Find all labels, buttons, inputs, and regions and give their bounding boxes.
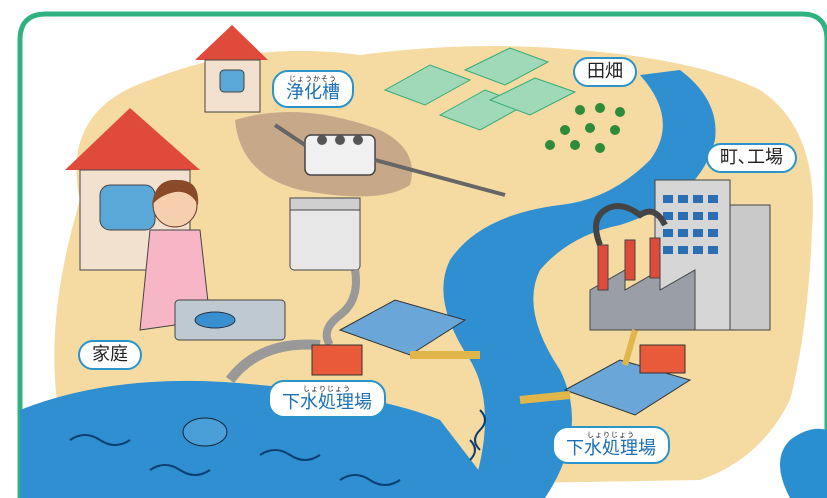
label-fields-text: 田畑 bbox=[587, 61, 623, 82]
paddy-1 bbox=[383, 64, 472, 106]
woman-hair bbox=[152, 179, 199, 205]
green-frame bbox=[17, 11, 827, 498]
plates bbox=[194, 311, 236, 329]
river bbox=[443, 70, 716, 498]
sewage-plant-right-tanks bbox=[563, 359, 692, 416]
label-home-text: 家庭 bbox=[92, 344, 128, 365]
label-town-factory-text: 町､工場 bbox=[720, 147, 783, 168]
water-drop-mascot bbox=[780, 428, 827, 498]
septic-house-window bbox=[219, 69, 245, 93]
home-window bbox=[99, 184, 156, 231]
sea-wave-2 bbox=[149, 464, 211, 476]
tank-cap-3 bbox=[353, 135, 363, 145]
label-sewage-plant-right: しょりじょう 下水処理場 bbox=[552, 426, 670, 464]
sea-wave-1 bbox=[69, 434, 131, 446]
river-ripple-2 bbox=[469, 439, 476, 461]
washing-machine bbox=[289, 204, 361, 271]
sewage-plant-left-building bbox=[311, 344, 363, 376]
chimney-2 bbox=[624, 239, 636, 281]
sewage-plant-left-tanks bbox=[338, 299, 467, 356]
label-sewage-plant-right-text: 下水処理場 bbox=[566, 438, 656, 459]
label-sewage-plant-left-ruby: しょりじょう bbox=[303, 385, 351, 393]
label-sewage-plant-left: しょりじょう 下水処理場 bbox=[268, 380, 386, 418]
factory-pipe bbox=[622, 329, 638, 366]
sewage-plant-right-building bbox=[639, 344, 686, 374]
label-sewage-plant-right-ruby: しょりじょう bbox=[587, 431, 635, 439]
septic-pipe-in bbox=[273, 123, 307, 147]
outflow-pipe-right bbox=[519, 391, 571, 404]
tank-cap-1 bbox=[317, 135, 327, 145]
tank-cap-2 bbox=[335, 135, 345, 145]
label-home: 家庭 bbox=[78, 340, 142, 370]
label-fields: 田畑 bbox=[573, 57, 637, 87]
smoke bbox=[593, 203, 668, 247]
drain-pipe-washer bbox=[322, 269, 360, 348]
label-septic-tank-ruby: じょうかそう bbox=[289, 75, 337, 83]
washing-machine-lid bbox=[289, 197, 361, 211]
sea-wave-4 bbox=[339, 474, 401, 486]
chimney-3 bbox=[649, 237, 661, 279]
septic-house-roof bbox=[195, 25, 268, 60]
chimney-1 bbox=[597, 244, 609, 291]
label-town-factory: 町､工場 bbox=[706, 143, 797, 173]
septic-pipe bbox=[374, 158, 506, 197]
fish bbox=[182, 417, 228, 447]
label-septic-tank-text: 浄化槽 bbox=[286, 82, 340, 103]
label-sewage-plant-left-text: 下水処理場 bbox=[282, 392, 372, 413]
home-roof bbox=[65, 108, 200, 170]
septic-house-wall bbox=[204, 59, 261, 113]
side-building bbox=[729, 204, 771, 331]
river-ripple-1 bbox=[474, 409, 486, 451]
paddy-3 bbox=[463, 47, 550, 86]
sea-wave-3 bbox=[259, 449, 321, 461]
vegetable-crops bbox=[545, 103, 625, 153]
label-septic-tank: じょうかそう 浄化槽 bbox=[272, 70, 354, 108]
office-windows bbox=[663, 195, 718, 254]
drain-pipe-home bbox=[226, 339, 321, 384]
paddy-4 bbox=[488, 77, 577, 116]
